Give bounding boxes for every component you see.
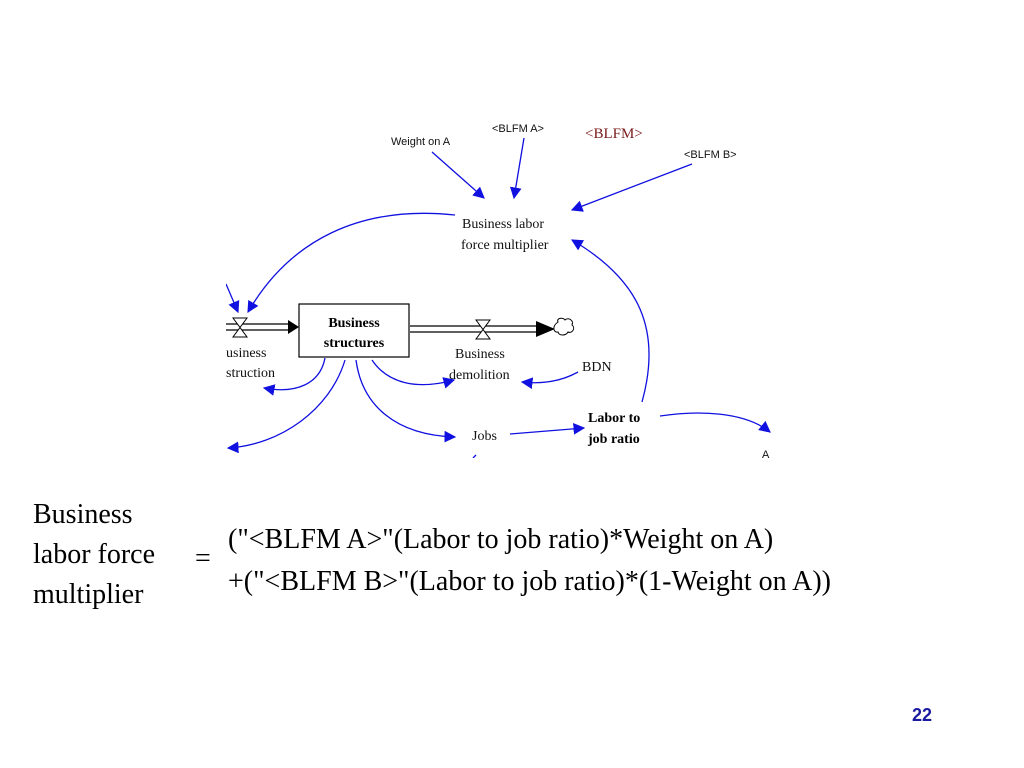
link-blfmb-to-blfm	[570, 163, 693, 212]
blfm-b-label: <BLFM B>	[684, 149, 737, 161]
link-jobs-offscreen	[472, 454, 477, 458]
business-structures-stock[interactable]	[298, 303, 410, 358]
cut-label-a: A	[762, 449, 770, 461]
link-blfm-to-construction	[247, 212, 456, 314]
equation-rhs-line1: ("<BLFM A>"(Labor to job ratio)*Weight o…	[228, 524, 774, 555]
business-structures-label-line1: Business	[328, 316, 380, 331]
link-weight-to-blfm	[431, 151, 485, 199]
link-offscreen-to-construction	[226, 283, 240, 314]
link-bdn-to-demolition	[520, 371, 579, 389]
link-blfma-to-blfm	[509, 137, 525, 200]
link-stock-to-jobs	[355, 359, 457, 443]
business-construction-label-line1: usiness	[226, 346, 266, 361]
demolition-valve-icon	[475, 319, 491, 340]
business-demolition-label-line1: Business	[455, 347, 505, 362]
equation-equals-sign: =	[195, 543, 211, 574]
business-labor-force-multiplier-label-line2: force multiplier	[461, 238, 549, 253]
page-number: 22	[912, 705, 933, 725]
equation-lhs-line1: Business	[33, 499, 133, 530]
link-stock-to-demolition	[371, 359, 456, 389]
blfm-label: <BLFM>	[585, 126, 643, 142]
equation-lhs-line3: multiplier	[33, 579, 144, 610]
link-stock-to-construction	[262, 357, 326, 396]
bdn-label: BDN	[582, 360, 612, 375]
equation-lhs-line2: labor force	[33, 539, 156, 570]
jobs-label: Jobs	[472, 429, 497, 444]
business-labor-force-multiplier-label-line1: Business labor	[462, 217, 544, 232]
business-construction-label-line2: struction	[226, 366, 275, 381]
business-demolition-label-line2: demolition	[449, 368, 510, 383]
link-stock-offscreen	[226, 359, 346, 454]
weight-on-a-label: Weight on A	[391, 136, 451, 148]
equation-rhs-line2: +("<BLFM B>"(Labor to job ratio)*(1-Weig…	[228, 566, 831, 597]
link-ratio-offscreen	[659, 412, 771, 433]
link-ratio-to-blfm	[570, 239, 650, 403]
equation-lhs: Business labor force multiplier	[33, 495, 193, 615]
business-structures-label-line2: structures	[324, 336, 385, 351]
labor-to-job-ratio-label-line1: Labor to	[588, 411, 640, 426]
link-jobs-to-ratio	[509, 423, 586, 435]
blfm-a-label: <BLFM A>	[492, 123, 544, 135]
equation-rhs: ("<BLFM A>"(Labor to job ratio)*Weight o…	[228, 519, 1008, 603]
labor-to-job-ratio-label-line2: job ratio	[587, 432, 640, 447]
construction-valve-icon	[232, 317, 248, 338]
cloud-sink-icon	[553, 317, 575, 336]
